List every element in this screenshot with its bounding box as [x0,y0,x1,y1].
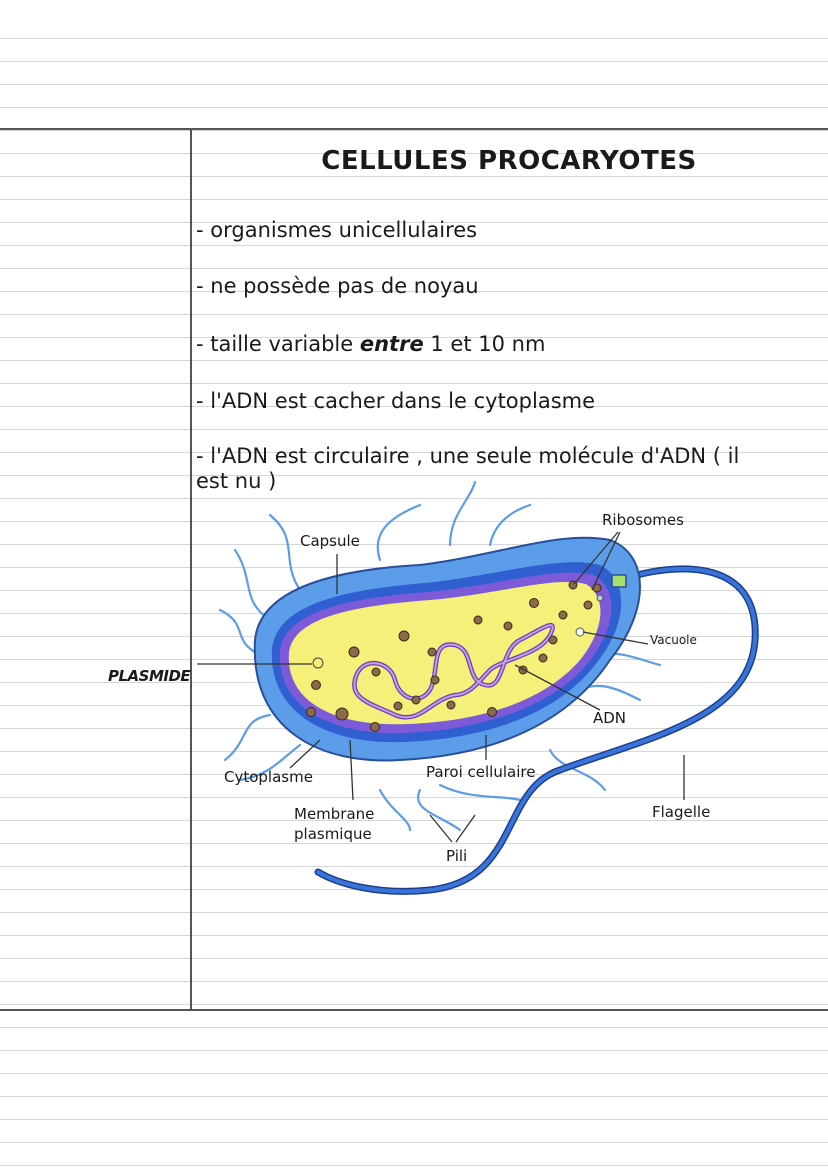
label-ribosomes: Ribosomes [602,511,684,529]
bullet-1: - organismes unicellulaires [196,218,478,242]
label-vacuole: Vacuole [650,633,697,647]
bullet-3-post: 1 et 10 nm [423,332,546,356]
cytoplasm [288,581,601,725]
label-flagelle: Flagelle [652,803,711,821]
ribosomes [306,580,602,732]
dna [353,624,554,719]
label-adn: ADN [593,709,627,727]
flagellum [316,566,758,894]
label-capsule: Capsule [300,532,360,550]
bullet-3: - taille variable entre 1 et 10 nm [196,332,796,357]
leader-lines [197,531,685,843]
flagellum-base [611,574,627,588]
bullet-2: - ne possède pas de noyau [196,274,479,298]
plasmide-note: PLASMIDE [108,667,191,685]
margin-line [190,128,192,1010]
bullet-5: - l'ADN est circulaire , une seule moléc… [196,444,740,493]
vacuole-small [596,594,604,602]
bullet-4: - l'ADN est cacher dans le cytoplasme [196,389,596,413]
label-cytoplasme: Cytoplasme [224,768,313,786]
label-membrane: Membrane plasmique [294,805,375,843]
bullet-3-pre: - taille variable [196,332,360,356]
top-border-line [0,128,828,130]
bottom-border-line [0,1009,828,1011]
label-paroi: Paroi cellulaire [426,763,536,781]
plasmid [312,657,324,669]
vacuole [575,627,585,637]
label-pili: Pili [446,847,468,865]
bullet-3-em: entre [359,332,424,356]
page-title: CELLULES PROCARYOTES [321,146,697,176]
